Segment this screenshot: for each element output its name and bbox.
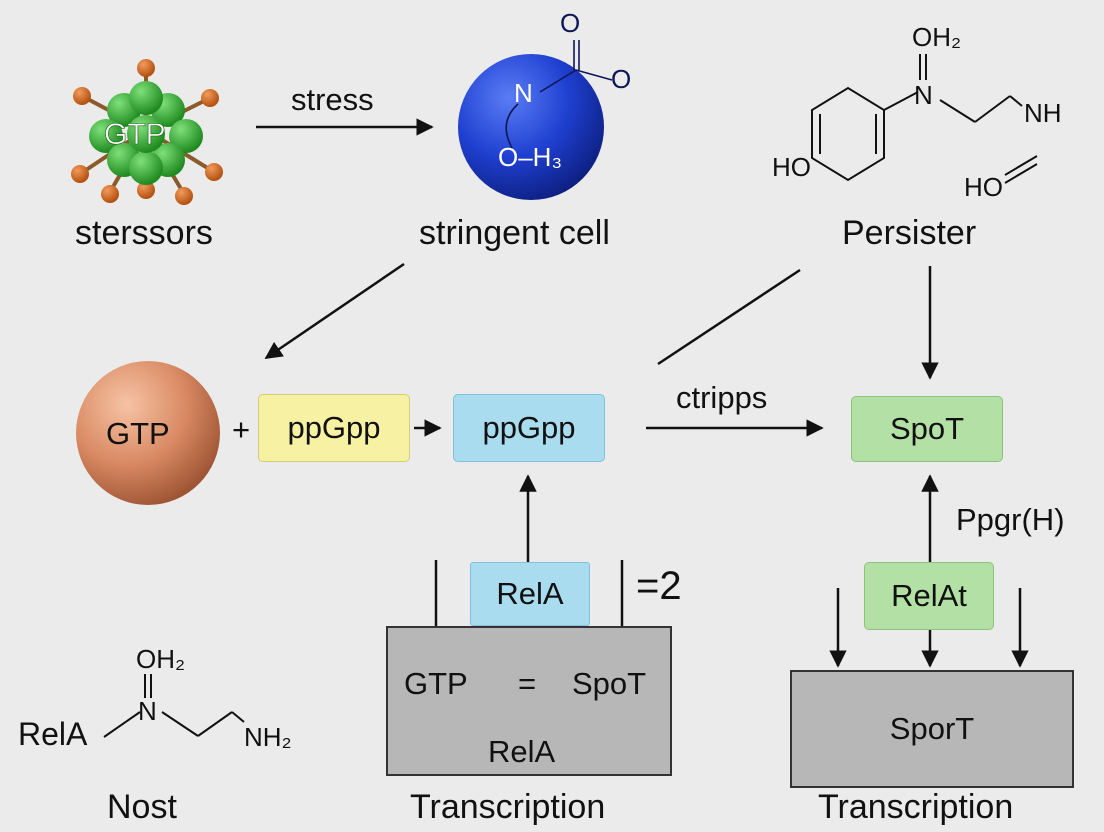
persister-label: Persister bbox=[842, 214, 977, 252]
persister-molecule-icon bbox=[811, 54, 1038, 184]
plus-sign: + bbox=[232, 412, 251, 447]
relat-green-box: RelAt bbox=[864, 562, 994, 630]
persister-atom-ho: HO bbox=[772, 152, 811, 182]
stressors-label: sterssors bbox=[75, 214, 213, 252]
persister-atom-oh2: OH₂ bbox=[912, 22, 962, 52]
sphere-atom-o-right: O bbox=[611, 64, 632, 94]
persister-atom-n: N bbox=[914, 80, 933, 110]
sphere-atom-o-top: O bbox=[560, 8, 581, 38]
eq-label: =2 bbox=[636, 564, 682, 608]
stringent-cell-sphere-icon bbox=[458, 40, 613, 200]
gtp-ball-text: GTP bbox=[106, 416, 170, 451]
nost-molecule-icon bbox=[103, 674, 245, 738]
stressor-molecule-text: GTP bbox=[104, 118, 166, 151]
nost-label: Nost bbox=[107, 788, 177, 826]
ppgpp-yellow-box: ppGpp bbox=[258, 394, 410, 462]
spot-gray-box: SporT bbox=[790, 670, 1074, 788]
nost-atom-rela: RelA bbox=[18, 716, 88, 752]
transcription-gray-box bbox=[386, 626, 672, 776]
stringent-cell-label: stringent cell bbox=[419, 214, 610, 252]
persister-diagonal-line bbox=[657, 268, 801, 366]
persister-atom-nh: NH bbox=[1024, 98, 1062, 128]
ppgpp-blue-box: ppGpp bbox=[453, 394, 605, 462]
gray-box-spot: SpoT bbox=[572, 666, 647, 701]
nost-atom-oh2: OH₂ bbox=[136, 644, 186, 674]
stringent-to-gtp-arrow bbox=[264, 262, 405, 360]
transcription-label-right: Transcription bbox=[818, 788, 1014, 826]
nost-atom-n: N bbox=[138, 696, 157, 726]
gtp-ball-icon bbox=[76, 361, 220, 505]
stressor-molecule-icon bbox=[71, 59, 223, 205]
sphere-atom-oh: O–H₃ bbox=[498, 142, 563, 172]
ppgr-label: Ppgr(H) bbox=[956, 502, 1065, 537]
gray-box-equals: = bbox=[518, 666, 537, 701]
nost-atom-nh2: NH₂ bbox=[244, 722, 292, 752]
transcription-label-center: Transcription bbox=[410, 788, 606, 826]
gray-box-rela: RelA bbox=[488, 734, 556, 769]
sphere-atom-n: N bbox=[514, 78, 533, 108]
stress-arrow-label: stress bbox=[291, 82, 374, 117]
rela-blue-box: RelA bbox=[470, 562, 590, 626]
spot-green-box: SpoT bbox=[851, 396, 1003, 462]
gray-box-gtp: GTP bbox=[404, 666, 468, 701]
ctripps-label: ctripps bbox=[676, 380, 768, 415]
persister-atom-ho2: HO bbox=[964, 172, 1003, 202]
